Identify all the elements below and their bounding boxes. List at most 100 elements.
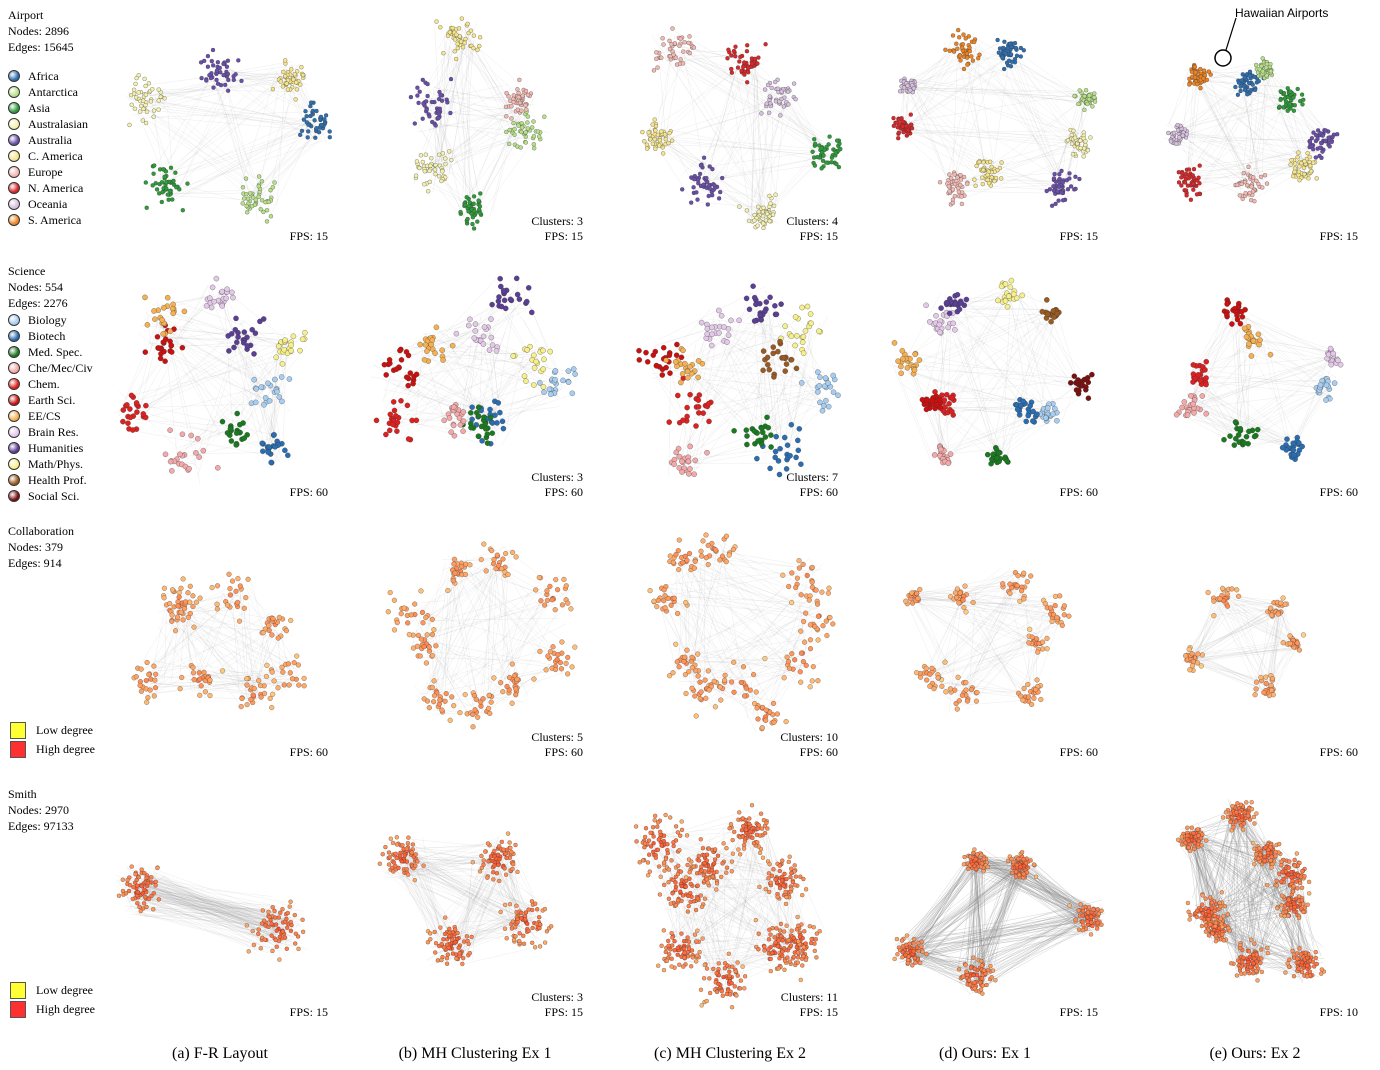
dataset-name: Collaboration	[8, 524, 74, 538]
legend-swatch	[8, 426, 20, 438]
graph-drawing	[903, 567, 1072, 713]
fps-readout: FPS: 15	[544, 229, 583, 243]
fps-readout: FPS: 15	[289, 229, 328, 243]
graph-drawing	[887, 277, 1096, 467]
low-degree-label: Low degree	[36, 983, 93, 997]
graph-panel: FPS: 15	[110, 778, 335, 1023]
legend-item: Antarctica	[8, 84, 88, 100]
cluster-count: Clusters: 3	[531, 990, 583, 1004]
legend-label: Humanities	[28, 440, 84, 455]
graph-drawing	[408, 16, 549, 231]
fps-readout: FPS: 60	[289, 745, 328, 759]
graph-drawing	[636, 283, 841, 478]
legend-item: Brain Res.	[8, 424, 93, 440]
node-count: Nodes: 379	[8, 540, 63, 554]
legend-item: Australasian	[8, 116, 88, 132]
legend-swatch	[8, 102, 20, 114]
fps-readout: FPS: 15	[289, 1005, 328, 1019]
graph-layout-svg	[408, 16, 549, 231]
graph-panel: FPS: 60	[880, 518, 1105, 763]
graph-layout-svg	[124, 47, 333, 224]
graph-drawing	[124, 47, 333, 224]
fps-readout: FPS: 15	[1059, 229, 1098, 243]
legend-swatch	[8, 362, 20, 374]
graph-layout-svg	[371, 275, 579, 447]
graph-drawing	[1175, 799, 1327, 984]
low-degree-swatch	[10, 722, 26, 739]
node-count: Nodes: 554	[8, 280, 63, 294]
legend-label: Europe	[28, 164, 63, 179]
graph-panel: FPS: 15	[880, 778, 1105, 1023]
graph-panel: FPS: 15	[110, 2, 335, 247]
graph-drawing	[892, 847, 1105, 996]
node-count: Nodes: 2896	[8, 24, 69, 38]
legend-item: Oceania	[8, 196, 88, 212]
legend-swatch	[8, 134, 20, 146]
legend-item: Asia	[8, 100, 88, 116]
legend-swatch	[8, 330, 20, 342]
cluster-count: Clusters: 5	[531, 730, 583, 744]
graph-drawing	[628, 803, 824, 1010]
legend-label: S. America	[28, 212, 82, 227]
legend-label: Brain Res.	[28, 424, 79, 439]
graph-panel: FPS: 15	[1140, 2, 1365, 247]
graph-drawing	[1173, 297, 1344, 462]
hawaiian-airports-pointer	[1214, 17, 1237, 67]
legend-label: EE/CS	[28, 408, 61, 423]
fps-readout: FPS: 60	[544, 485, 583, 499]
caption-fr-layout: (a) F-R Layout	[172, 1045, 268, 1062]
legend-swatch	[8, 378, 20, 390]
graph-drawing	[891, 27, 1098, 209]
legend-label: C. America	[28, 148, 83, 163]
caption-mh-clustering-2: (c) MH Clustering Ex 2	[654, 1045, 806, 1062]
graph-layout-svg	[385, 541, 578, 730]
edge-count: Edges: 2276	[8, 296, 68, 310]
cluster-count: Clusters: 7	[786, 470, 838, 484]
graph-layout-svg	[628, 803, 824, 1010]
legend-swatch	[8, 410, 20, 422]
legend-label: Biology	[28, 312, 67, 327]
legend-label: Biotech	[28, 328, 66, 343]
legend-swatch	[8, 490, 20, 502]
graph-layout-svg	[892, 847, 1105, 996]
graph-layout-svg	[647, 532, 836, 733]
row-info-smith: Smith Nodes: 2970 Edges: 97133	[8, 786, 74, 834]
legend-label: Asia	[28, 100, 50, 115]
fps-readout: FPS: 60	[1319, 485, 1358, 499]
graph-panel: FPS: 60	[110, 518, 335, 763]
graph-drawing	[1163, 56, 1340, 204]
high-degree-swatch	[10, 1001, 26, 1018]
graph-layout-svg	[1181, 582, 1307, 701]
graph-layout-svg	[640, 26, 845, 231]
legend-swatch	[8, 214, 20, 226]
legend-item: Biology	[8, 312, 93, 328]
legend-item: Health Prof.	[8, 472, 93, 488]
legend-swatch	[8, 182, 20, 194]
caption-mh-clustering-1: (b) MH Clustering Ex 1	[398, 1045, 552, 1062]
graph-drawing	[113, 275, 308, 485]
graph-drawing	[640, 26, 845, 231]
legend-label: Math/Phys.	[28, 456, 84, 471]
legend-item: N. America	[8, 180, 88, 196]
edge-count: Edges: 97133	[8, 819, 74, 833]
graph-layout-svg	[1173, 297, 1344, 462]
fps-readout: FPS: 60	[799, 745, 838, 759]
graph-drawing	[647, 532, 836, 733]
legend-swatch	[8, 166, 20, 178]
fps-readout: FPS: 15	[799, 1005, 838, 1019]
legend-label: Social Sci.	[28, 488, 80, 503]
node-count: Nodes: 2970	[8, 803, 69, 817]
legend-label: Antarctica	[28, 84, 78, 99]
legend-swatch	[8, 458, 20, 470]
degree-legend-smith: Low degree High degree	[10, 981, 95, 1019]
legend-item: Chem.	[8, 376, 93, 392]
fps-readout: FPS: 60	[1059, 745, 1098, 759]
legend-item: S. America	[8, 212, 88, 228]
fps-readout: FPS: 60	[1319, 745, 1358, 759]
low-degree-swatch	[10, 982, 26, 999]
graph-layout-svg	[891, 27, 1098, 209]
